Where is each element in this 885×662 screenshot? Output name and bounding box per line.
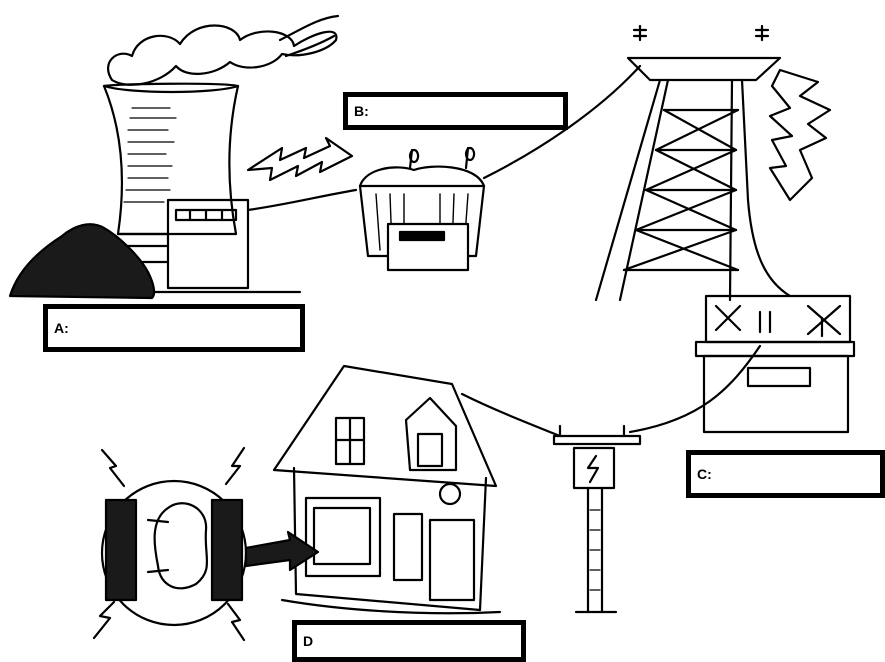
energy-arrow-down [770, 70, 830, 200]
coal-pile [10, 224, 154, 298]
house [274, 366, 500, 613]
step-up-transformer [360, 148, 484, 270]
spark-icon [94, 602, 114, 638]
energy-arrow [248, 138, 352, 180]
label-box-b[interactable]: B: [343, 92, 568, 130]
label-a-text: A: [54, 320, 69, 336]
smoke-cloud [108, 26, 336, 85]
label-c-text: C: [697, 466, 712, 482]
spark-icon [102, 450, 124, 486]
spark-icon [228, 604, 244, 640]
label-b-text: B: [354, 103, 369, 119]
electrical-outlet [94, 448, 246, 640]
transmission-tower [596, 26, 830, 300]
energy-arrow-to-house [246, 532, 318, 570]
spark-icon [226, 448, 244, 484]
utility-pole [554, 426, 640, 612]
label-d-text: D [303, 633, 313, 649]
label-box-c[interactable]: C: [686, 450, 885, 498]
lightning-icon [588, 456, 598, 482]
label-box-a[interactable]: A: [43, 304, 305, 352]
label-box-d[interactable]: D [292, 620, 526, 662]
cooling-tower [104, 84, 238, 234]
step-down-substation [696, 296, 854, 432]
